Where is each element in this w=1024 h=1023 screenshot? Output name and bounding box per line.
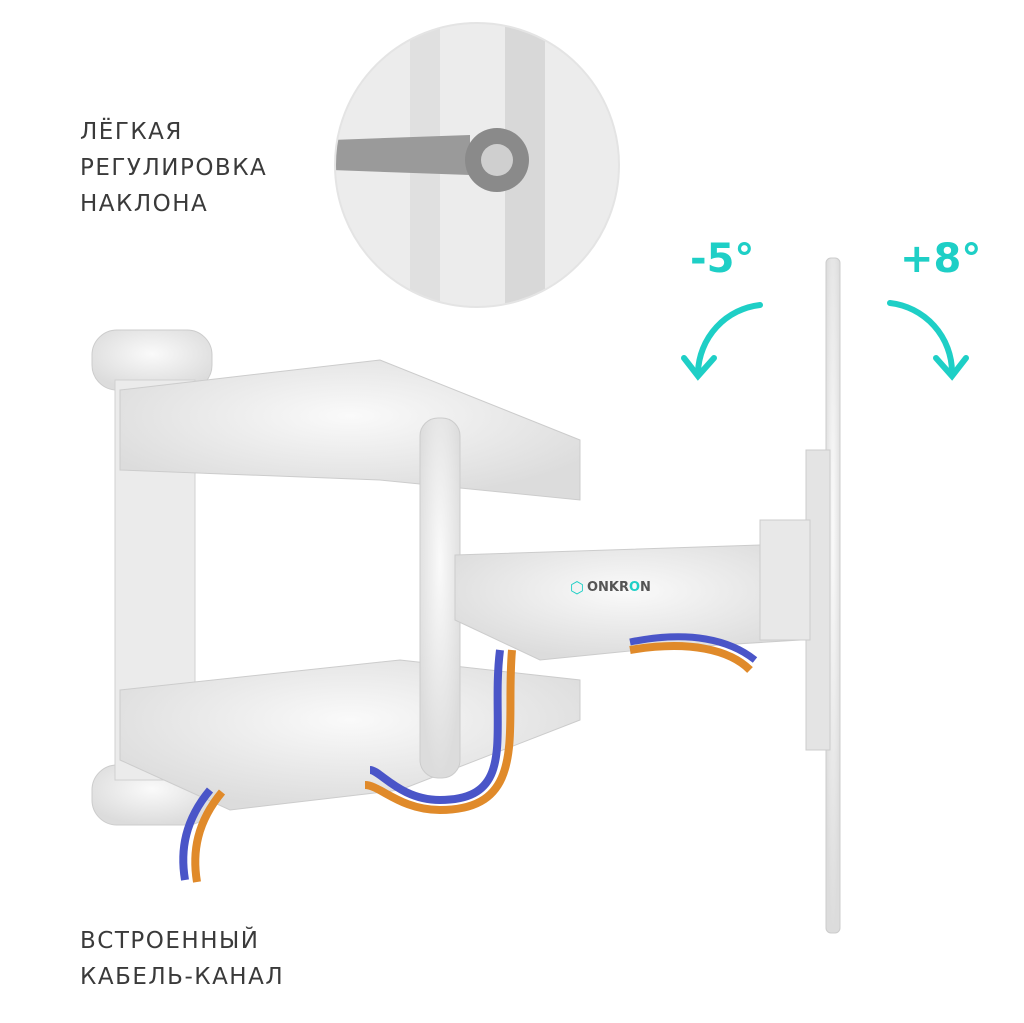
caption-line: ЛЁГКАЯ xyxy=(80,119,183,145)
brand-logo: ⬡ ONKRON xyxy=(570,578,651,597)
wrench-inset xyxy=(335,23,619,307)
tilt-forward-arrow-icon xyxy=(887,300,955,375)
tilt-adjust-caption: ЛЁГКАЯ РЕГУЛИРОВКА НАКЛОНА xyxy=(80,114,267,222)
tilt-positive-label: +8° xyxy=(900,236,982,282)
brand-text-end: N xyxy=(640,580,651,595)
tilt-back-arrow-icon xyxy=(695,302,763,375)
brand-text: ONKR xyxy=(586,580,629,595)
cable-channel-caption: ВСТРОЕННЫЙ КАБЕЛЬ-КАНАЛ xyxy=(80,923,284,995)
caption-line: ВСТРОЕННЫЙ xyxy=(80,928,260,954)
brand-highlight: O xyxy=(628,580,641,595)
brand-cube-icon: ⬡ xyxy=(570,578,584,597)
caption-line: РЕГУЛИРОВКА xyxy=(80,155,268,181)
caption-line: КАБЕЛЬ-КАНАЛ xyxy=(80,964,285,990)
tilt-negative-label: -5° xyxy=(690,236,755,282)
caption-line: НАКЛОНА xyxy=(80,191,209,217)
